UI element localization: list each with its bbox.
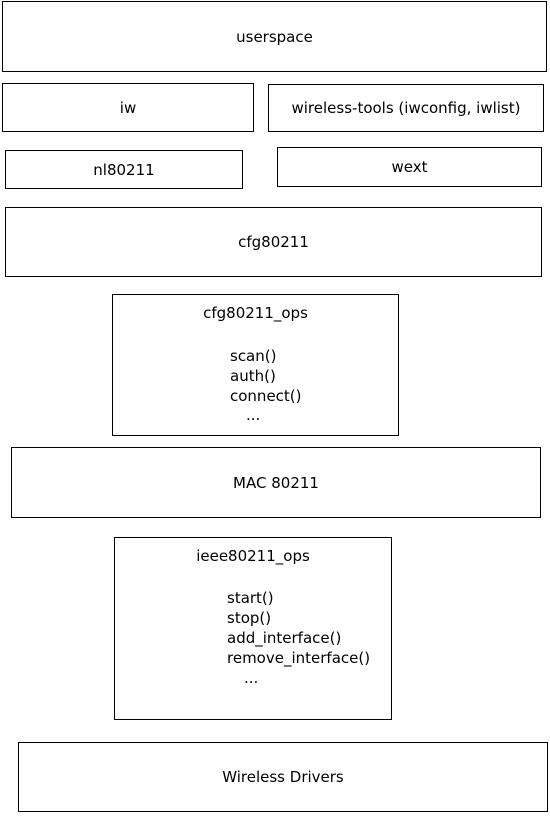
ieee80211-ops-function: stop() bbox=[227, 609, 272, 627]
ieee80211-ops-function: remove_interface() bbox=[227, 649, 371, 667]
cfg80211-ops-box: cfg80211_ops scan() auth() connect() ... bbox=[112, 294, 399, 436]
ieee80211-ops-box: ieee80211_ops start() stop() add_interfa… bbox=[114, 537, 392, 720]
ieee80211-ops-title: ieee80211_ops bbox=[196, 547, 310, 565]
mac80211-label: MAC 80211 bbox=[233, 473, 319, 492]
ieee80211-ops-function-list: start() stop() add_interface() remove_in… bbox=[227, 588, 370, 668]
wireless-drivers-layer: Wireless Drivers bbox=[18, 742, 548, 812]
wext-box: wext bbox=[277, 147, 542, 187]
wireless-drivers-label: Wireless Drivers bbox=[222, 768, 344, 786]
cfg80211-layer: cfg80211 bbox=[5, 207, 542, 277]
cfg80211-ops-function: scan() bbox=[230, 347, 277, 365]
ieee80211-ops-function: add_interface() bbox=[227, 629, 342, 647]
ieee80211-ops-function: start() bbox=[227, 589, 274, 607]
nl80211-box: nl80211 bbox=[5, 150, 243, 189]
wireless-tools-label: wireless-tools (iwconfig, iwlist) bbox=[291, 99, 521, 117]
cfg80211-ops-function: connect() bbox=[230, 387, 302, 405]
ieee80211-ops-ellipsis: ... bbox=[244, 669, 259, 687]
iw-label: iw bbox=[119, 98, 137, 117]
cfg80211-ops-title: cfg80211_ops bbox=[203, 304, 308, 322]
userspace-layer: userspace bbox=[2, 1, 547, 72]
mac80211-layer: MAC 80211 bbox=[11, 447, 541, 518]
cfg80211-ops-ellipsis: ... bbox=[246, 406, 261, 424]
iw-box: iw bbox=[2, 83, 254, 132]
userspace-label: userspace bbox=[236, 27, 313, 46]
wext-label: wext bbox=[391, 158, 428, 176]
cfg80211-ops-function: auth() bbox=[230, 367, 276, 385]
wireless-tools-box: wireless-tools (iwconfig, iwlist) bbox=[268, 84, 544, 132]
cfg80211-label: cfg80211 bbox=[238, 233, 309, 251]
nl80211-label: nl80211 bbox=[93, 160, 155, 179]
cfg80211-ops-function-list: scan() auth() connect() bbox=[230, 346, 302, 406]
